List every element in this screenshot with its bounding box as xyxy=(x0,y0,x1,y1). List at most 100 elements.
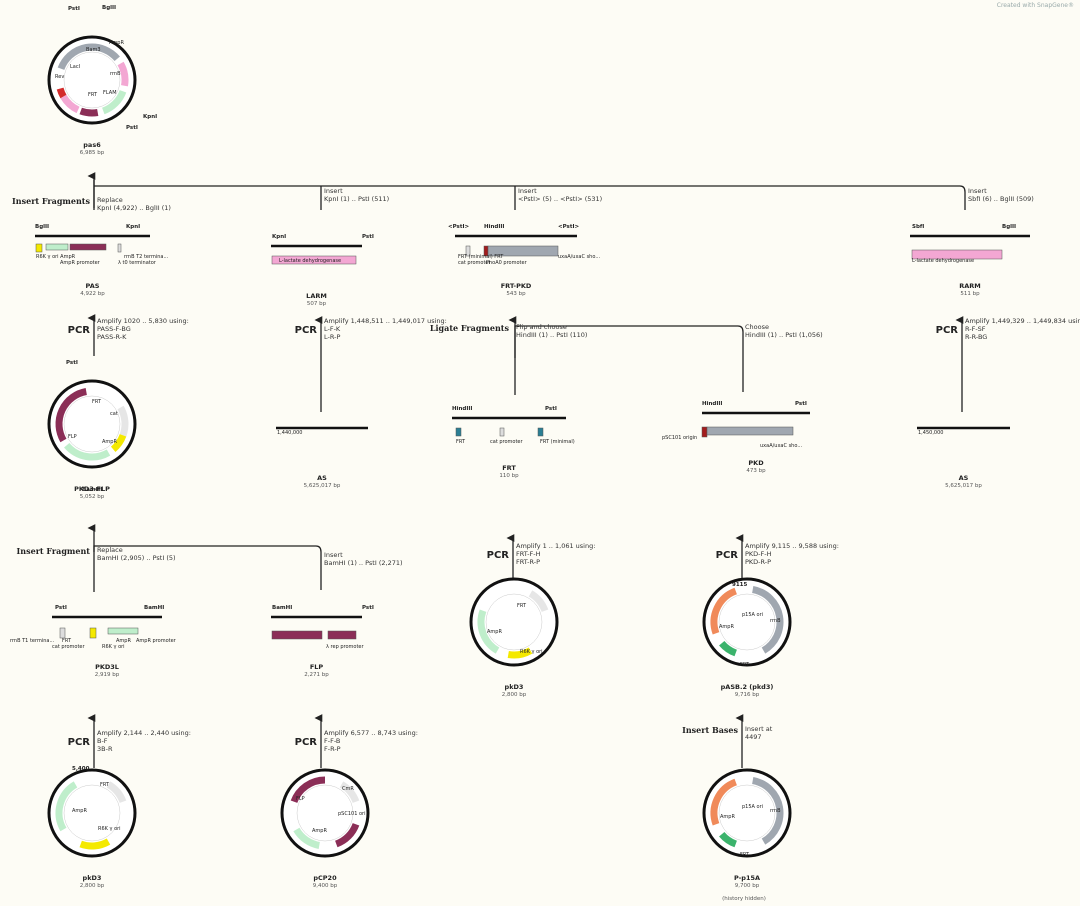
feature-label: cat promoter xyxy=(490,439,524,445)
operation-detail: L-R-P xyxy=(324,333,340,341)
fragment-size: 511 bp xyxy=(960,291,980,297)
operation-title: Insert Fragments xyxy=(12,196,90,206)
feature-label: AmpR xyxy=(116,638,131,644)
feature-block xyxy=(706,426,794,436)
operation-detail: 3B-R xyxy=(97,745,113,753)
feature-arc xyxy=(339,781,360,804)
feature-label: rrnB xyxy=(770,618,781,624)
fragment-size: 2,271 bp xyxy=(304,672,329,678)
feature-arc xyxy=(110,433,127,452)
feature-arc xyxy=(79,838,111,850)
restriction-site-label: KpnI xyxy=(126,224,140,230)
feature-label: cat xyxy=(110,411,118,417)
operation-detail: HindIII (1) .. PstI (110) xyxy=(516,331,587,339)
operation-title: PCR xyxy=(716,550,739,561)
operation-detail: Amplify 2,144 .. 2,440 using: xyxy=(97,729,191,737)
operation-detail: Replace xyxy=(97,196,123,204)
feature-label: rrnB xyxy=(770,808,781,814)
feature-label: FRT xyxy=(100,782,110,788)
feature-block xyxy=(59,627,66,639)
fragment-name: AS xyxy=(317,474,327,482)
plasmid-size: 6,985 bp xyxy=(80,150,105,156)
restriction-site-label: KpnI xyxy=(272,234,286,240)
operation-detail: Amplify 1,449,329 .. 1,449,834 using: xyxy=(965,317,1080,325)
operation-detail: BamHI (2,905) .. PstI (5) xyxy=(97,554,176,562)
restriction-site-label: KpnI xyxy=(143,114,157,120)
feature-label: R6K γ ori xyxy=(98,826,121,832)
feature-label: FRT xyxy=(92,399,102,405)
fragment-size: 543 bp xyxy=(506,291,526,297)
operation-detail: F-R-P xyxy=(324,745,341,753)
insert-detail: SbfI (6) .. BglII (509) xyxy=(968,195,1034,203)
plasmid-size: 2,800 bp xyxy=(80,883,105,889)
fragment-name: RARM xyxy=(959,282,981,290)
plasmid-size: 2,800 bp xyxy=(502,692,527,698)
fragment-frtpkd[interactable]: <PstI>HindIII<PstI>FRT (minimal) FRTcat … xyxy=(448,224,600,297)
feature-label: CmR xyxy=(342,786,354,792)
inner-ring xyxy=(63,51,121,109)
insert-detail: Insert xyxy=(518,187,537,195)
feature-block xyxy=(107,627,139,635)
feature-block xyxy=(117,243,122,253)
feature-label: FLP xyxy=(68,434,77,440)
feature-label: R6K γ ori xyxy=(102,644,125,650)
feature-block xyxy=(911,249,1003,260)
inner-ring xyxy=(63,395,121,453)
feature-arc xyxy=(477,609,500,654)
feature-label: L-lactate dehydrogenase xyxy=(912,258,974,264)
feature-label: FRT (minimal) xyxy=(540,439,575,445)
plasmid-name: pas6 xyxy=(83,141,101,149)
operation-detail: R-F-SF xyxy=(965,325,986,333)
insert-detail: Insert xyxy=(968,187,987,195)
operation-title: Insert Fragment xyxy=(17,546,91,556)
fragment-name: AS xyxy=(959,474,969,482)
feature-label: FRT (minimal) FRT xyxy=(458,254,504,260)
feature-label: AmpR xyxy=(72,808,87,814)
feature-block xyxy=(35,243,43,253)
operation-detail: PASS-F-BG xyxy=(97,325,131,333)
restriction-site-label: BglII xyxy=(35,224,49,230)
operation-pcr[interactable]: PCR Amplify 1,449,329 .. 1,449,834 using:… xyxy=(936,317,1080,341)
operation-detail: B-F xyxy=(97,737,108,745)
plasmid-name: pkD3 xyxy=(83,874,102,882)
operation-title: PCR xyxy=(295,325,318,336)
operation-detail: HindIII (1) .. PstI (1,056) xyxy=(745,331,823,339)
operation-detail: FRT-F-H xyxy=(516,550,541,558)
restriction-site-label: SbfI xyxy=(912,224,924,230)
operation-title: PCR xyxy=(936,325,959,336)
feature-label: uxaA/uxaC sho... xyxy=(558,254,600,260)
fragment-name: FLP xyxy=(310,663,324,671)
operation-detail: Choose xyxy=(745,323,769,331)
feature-arc xyxy=(293,827,321,849)
feature-label: cat promoter xyxy=(458,260,492,266)
feature-block xyxy=(45,243,69,251)
